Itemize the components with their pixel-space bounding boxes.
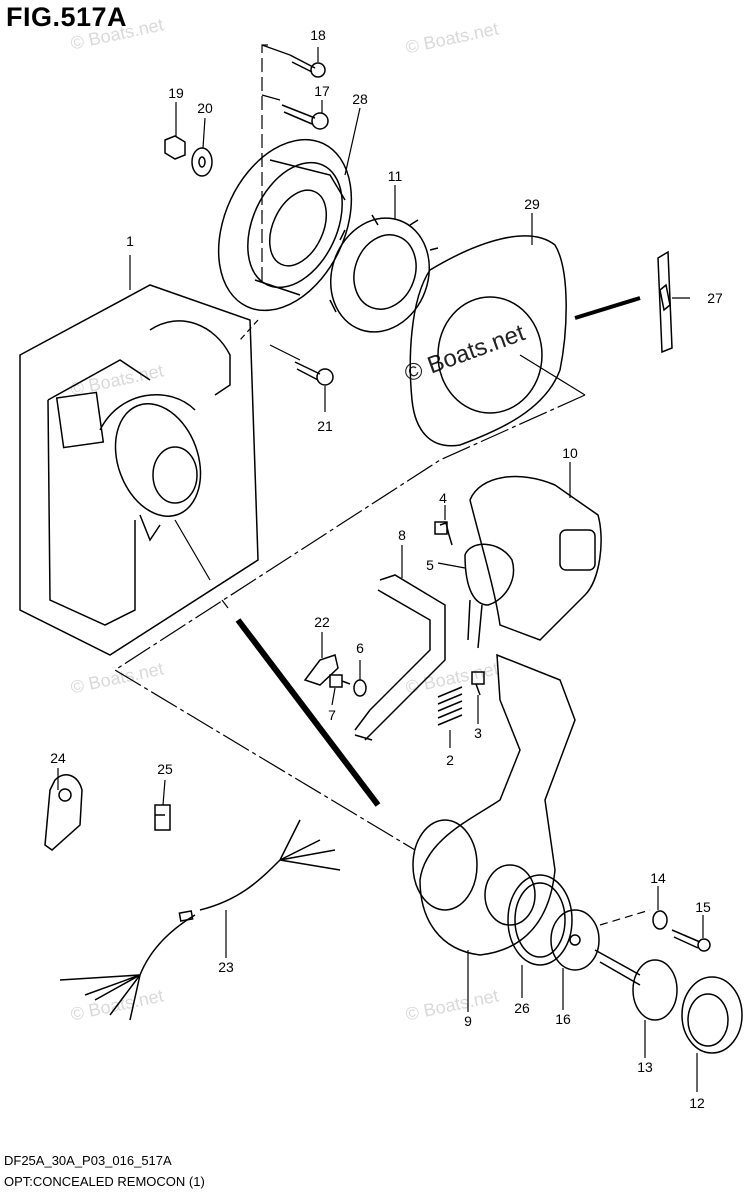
part-3-screw (471, 671, 485, 696)
part-23-harness (59, 819, 341, 1021)
callout-13: 13 (637, 1059, 653, 1075)
callout-14: 14 (650, 870, 666, 886)
callout-17: 17 (314, 83, 330, 99)
part-25-clip (154, 804, 171, 831)
callout-15: 15 (695, 899, 711, 915)
part-17-screw (281, 104, 329, 130)
part-14-washer (652, 910, 668, 930)
callout-25: 25 (157, 761, 173, 777)
callout-3: 3 (474, 725, 482, 741)
part-24-cable-end (44, 774, 83, 851)
part-16-plate (550, 909, 600, 971)
callout-20: 20 (197, 100, 213, 116)
callout-5: 5 (426, 557, 434, 573)
callout-11: 11 (388, 168, 403, 184)
part-22-clip (303, 654, 339, 686)
part-26-o-ring (507, 874, 573, 966)
figure-title: FIG.517A (6, 2, 128, 32)
callout-12: 12 (689, 1095, 705, 1111)
figure-code: DF25A_30A_P03_016_517A (4, 1153, 172, 1168)
callout-4: 4 (439, 490, 447, 506)
callout-19: 19 (168, 85, 184, 101)
leader-lines (57, 47, 704, 1092)
callout-27: 27 (707, 290, 723, 306)
part-21-screw (294, 361, 334, 386)
callout-6: 6 (356, 640, 364, 656)
part-11-retainer-ring (329, 214, 439, 333)
part-28-dial-plate (217, 138, 353, 312)
callout-26: 26 (514, 1000, 530, 1016)
callout-labels: 1 2 3 4 5 6 7 8 9 10 11 12 13 14 15 16 1… (50, 27, 723, 1111)
part-6-washer (353, 679, 367, 697)
part-12-cap (681, 976, 743, 1054)
assembly-lines (113, 44, 651, 926)
callout-18: 18 (310, 27, 326, 43)
callout-9: 9 (464, 1013, 472, 1029)
callout-23: 23 (218, 959, 234, 975)
part-20-washer (191, 147, 213, 177)
callout-10: 10 (562, 445, 578, 461)
callout-8: 8 (398, 527, 406, 543)
callout-28: 28 (352, 91, 368, 107)
callout-29: 29 (524, 196, 540, 212)
part-9-control-lever (412, 653, 576, 956)
part-2-spring (437, 686, 463, 726)
part-15-screw (671, 929, 711, 952)
figure-description: OPT:CONCEALED REMOCON (1) (4, 1174, 205, 1189)
part-19-nut (164, 135, 186, 160)
callout-24: 24 (50, 750, 66, 766)
callout-7: 7 (328, 707, 336, 723)
callout-2: 2 (446, 752, 454, 768)
part-8-lever-link (354, 574, 446, 741)
callout-1: 1 (126, 233, 134, 249)
part-18-screw (289, 54, 326, 78)
heavy-bar-lower (235, 618, 381, 807)
part-13-shaft (594, 949, 678, 1021)
part-29-bezel-cover (409, 235, 567, 447)
part-10-handle-cover (469, 475, 602, 641)
part-7-screw (329, 674, 351, 688)
callout-16: 16 (555, 1011, 571, 1027)
callout-22: 22 (314, 614, 330, 630)
part-27-spacer-strip (657, 250, 673, 354)
part-1-control-box (19, 284, 259, 656)
heavy-bar-upper (574, 296, 641, 320)
callout-21: 21 (317, 418, 333, 434)
part-4-screw (434, 521, 453, 546)
part-5-switch (464, 543, 515, 649)
